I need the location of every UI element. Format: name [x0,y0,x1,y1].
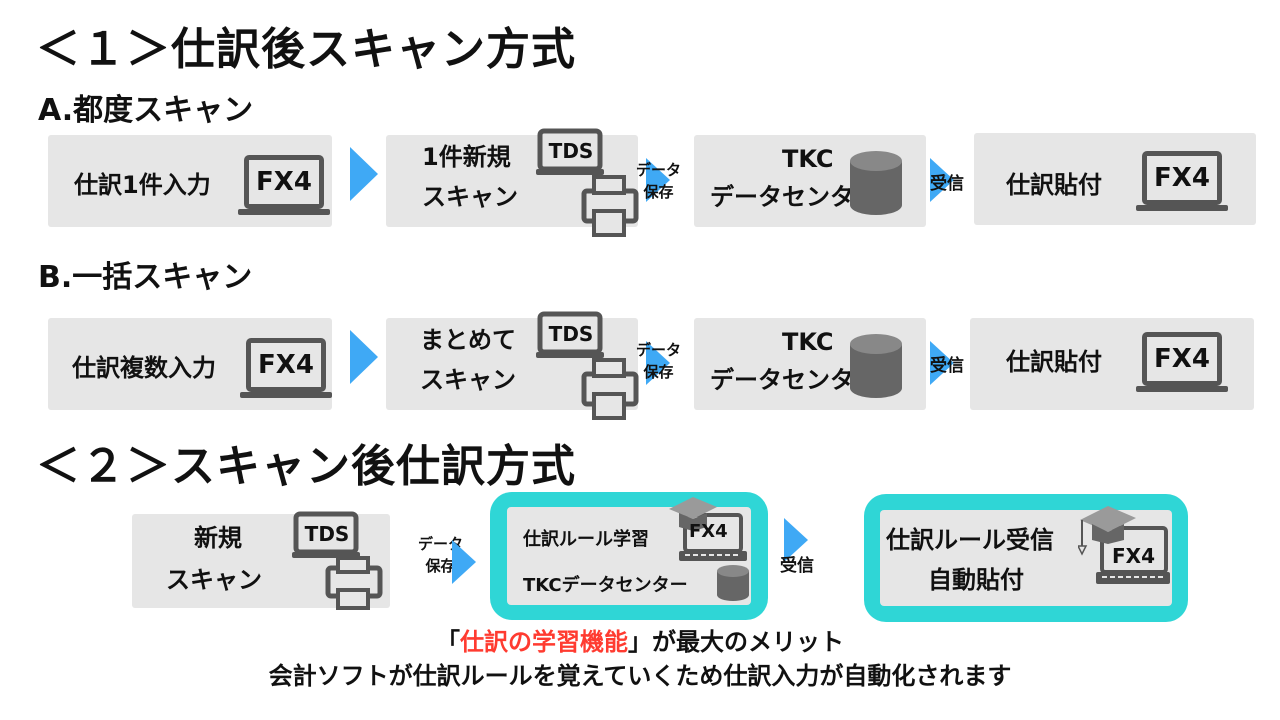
rowA-step2-line2: スキャン [422,183,518,211]
receive-label: 受信 [780,556,814,576]
mortarboard-laptop-icon [669,497,747,561]
receive-label: 受信 [930,356,964,376]
fx4-label: FX4 [244,155,324,209]
footer-highlight: 仕訳の学習機能 [460,628,628,656]
save-label: データ 保存 [418,535,464,575]
flow-arrow [784,518,808,562]
flow-arrow [350,330,378,384]
tds-label: TDS [304,522,350,546]
learning-box: 仕訳ルール学習 TKCデータセンター FX4 [507,497,751,605]
section2-step1-line2: スキャン [166,566,262,594]
rowB-step2-line2: スキャン [420,366,516,394]
rowA-label: A.都度スキャン [38,93,254,128]
flow-arrow [930,341,954,385]
rowB-step2-box: まとめて スキャン TDS [386,311,639,420]
rowB-center-line1: TKC [782,328,834,356]
rowA-step1-text: 仕訳1件入力 [74,171,211,199]
section2-step1-line1: 新規 [194,524,242,552]
footer-description: 会計ソフトが仕訳ルールを覚えていくため仕訳入力が自動化されます [268,662,1012,690]
rowA-step1-box: 仕訳1件入力 FX4 [48,135,332,227]
rowA-step4-box: 仕訳貼付 FX4 [974,133,1256,225]
fx4-label: FX4 [689,521,728,542]
save-label: データ 保存 [636,161,682,201]
flow-arrow [452,540,476,584]
tds-scanner-icon [536,311,639,420]
database-icon [850,151,902,215]
tds-label: TDS [548,322,594,346]
tds-scanner-icon [292,511,383,610]
fx4-label: FX4 [1142,332,1222,386]
rowB-step4-text: 仕訳貼付 [1006,348,1102,376]
flow-arrow [646,158,670,202]
result-line2: 自動貼付 [928,566,1024,594]
flow-arrow [930,158,954,202]
result-box: 仕訳ルール受信 自動貼付 FX4 [880,506,1172,606]
rowB-step4-box: 仕訳貼付 FX4 [970,318,1254,410]
fx4-label: FX4 [1142,151,1222,205]
center-text: TKCデータセンター [523,575,688,596]
flow-arrow [646,341,670,385]
flow-arrow [350,147,378,201]
rowB-datacenter-box: TKC データセンター [694,318,926,410]
rowB-label: B.一括スキャン [38,260,253,295]
rowA-step2-line1: 1件新規 [422,143,511,171]
mortarboard-laptop-icon [1078,506,1170,584]
tds-scanner-icon [536,128,639,237]
database-icon [717,565,749,601]
section2-title: ＜２＞スキャン後仕訳方式 [36,441,576,492]
receive-label: 受信 [930,174,964,194]
footer-bracket-close: 」が最大のメリット [628,628,844,656]
fx4-label: FX4 [246,338,326,392]
save-label: データ 保存 [636,341,682,381]
rowA-step2-box: 1件新規 スキャン TDS [386,128,639,237]
rowA-datacenter-box: TKC データセンター [694,135,926,227]
rowB-step1-text: 仕訳複数入力 [72,354,216,382]
section2-step1-box: 新規 スキャン TDS [132,511,390,610]
tds-label: TDS [548,139,594,163]
fx4-label: FX4 [1112,544,1155,568]
learn-text: 仕訳ルール学習 [523,529,649,550]
rowA-step4-text: 仕訳貼付 [1006,171,1102,199]
result-line1: 仕訳ルール受信 [886,526,1054,554]
database-icon [850,334,902,398]
rowB-step2-line1: まとめて [420,326,516,354]
footer-bracket-open: 「 [436,628,460,656]
footer-merit: 「仕訳の学習機能」が最大のメリット [0,622,1280,657]
rowA-center-line1: TKC [782,145,834,173]
rowB-step1-box: 仕訳複数入力 FX4 [48,318,332,410]
section1-title: ＜１＞仕訳後スキャン方式 [36,24,576,75]
